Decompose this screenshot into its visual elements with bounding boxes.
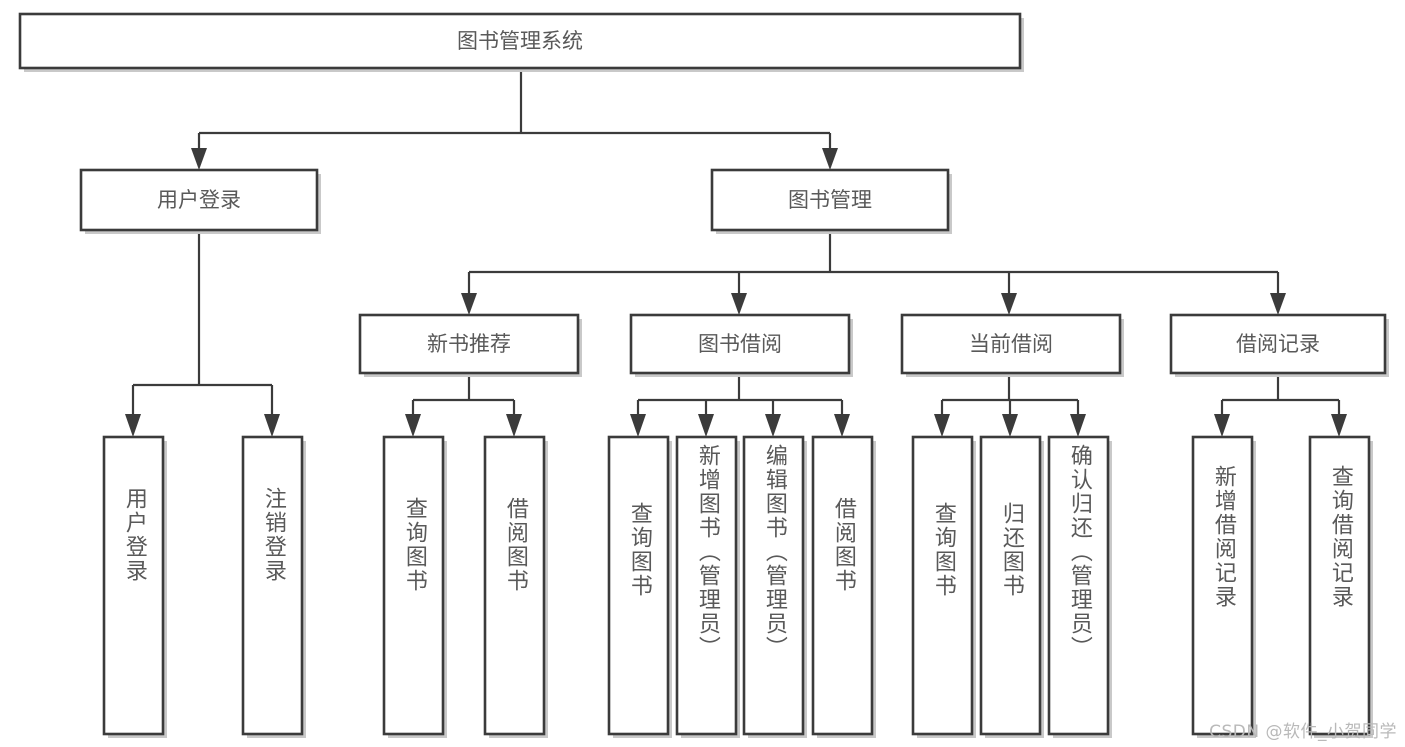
arrow-to-leaf-query-book-a [405, 414, 421, 437]
node-borrow-record-label: 借阅记录 [1236, 332, 1320, 356]
node-current-borrow-label: 当前借阅 [969, 332, 1053, 356]
leaf-box-add-borrow-record[interactable] [1191, 435, 1256, 738]
leaf-box-user-login[interactable] [102, 435, 167, 738]
node-book-borrow-label: 图书借阅 [698, 332, 782, 356]
arrow-to-leaf-query-record [1331, 414, 1347, 437]
node-new-book-recommendation-label: 新书推荐 [427, 332, 511, 356]
node-user-login-label: 用户登录 [157, 188, 241, 212]
arrow-to-leaf-query-book-c [934, 414, 950, 437]
leaf-box-add-book-admin[interactable] [675, 435, 740, 738]
node-root-label: 图书管理系统 [457, 29, 583, 53]
leaf-node-boxes [102, 435, 1373, 738]
arrow-to-leaf-confirm-return [1070, 414, 1086, 437]
arrow-to-leaf-add-record [1214, 414, 1230, 437]
node-book-management-label: 图书管理 [788, 188, 872, 212]
arrow-to-leaf-borrow-book-b [834, 414, 850, 437]
leaf-box-return-book[interactable] [979, 435, 1044, 738]
node-book-borrow[interactable]: 图书借阅 [629, 313, 853, 377]
leaf-box-query-book-a[interactable] [382, 435, 447, 738]
arrow-to-leaf-return-book [1002, 414, 1018, 437]
node-new-book-recommendation[interactable]: 新书推荐 [358, 313, 582, 377]
csdn-watermark: CSDN @软件_小贺同学 [1209, 722, 1397, 742]
arrow-to-user-login [191, 148, 207, 170]
arrow-to-current-borrow [1001, 293, 1017, 315]
node-root-system[interactable]: 图书管理系统 [18, 12, 1024, 72]
arrow-to-leaf-edit-book [765, 414, 781, 437]
arrow-to-leaf-user-login [125, 414, 141, 437]
leaf-box-query-book-b[interactable] [607, 435, 672, 738]
leaf-box-borrow-book-a[interactable] [483, 435, 548, 738]
arrow-to-leaf-logout [264, 414, 280, 437]
leaf-box-borrow-book-b[interactable] [811, 435, 876, 738]
arrow-to-book-manage [822, 148, 838, 170]
node-borrow-record[interactable]: 借阅记录 [1169, 313, 1389, 377]
arrow-to-leaf-borrow-book-a [506, 414, 522, 437]
node-current-borrow[interactable]: 当前借阅 [900, 313, 1124, 377]
node-book-management[interactable]: 图书管理 [710, 168, 952, 234]
arrow-to-leaf-add-book [698, 414, 714, 437]
leaf-box-edit-book-admin[interactable] [742, 435, 807, 738]
arrow-to-leaf-query-book-b [630, 414, 646, 437]
leaf-box-confirm-return-admin[interactable] [1047, 435, 1112, 738]
leaf-box-query-book-c[interactable] [911, 435, 976, 738]
leaf-box-logout[interactable] [241, 435, 306, 738]
arrow-to-borrow-record [1270, 293, 1286, 315]
arrow-to-book-borrow [731, 293, 747, 315]
connector-layer [125, 68, 1347, 437]
node-user-login[interactable]: 用户登录 [79, 168, 321, 234]
arrow-to-new-book-rec [461, 293, 477, 315]
leaf-box-query-borrow-record[interactable] [1308, 435, 1373, 738]
